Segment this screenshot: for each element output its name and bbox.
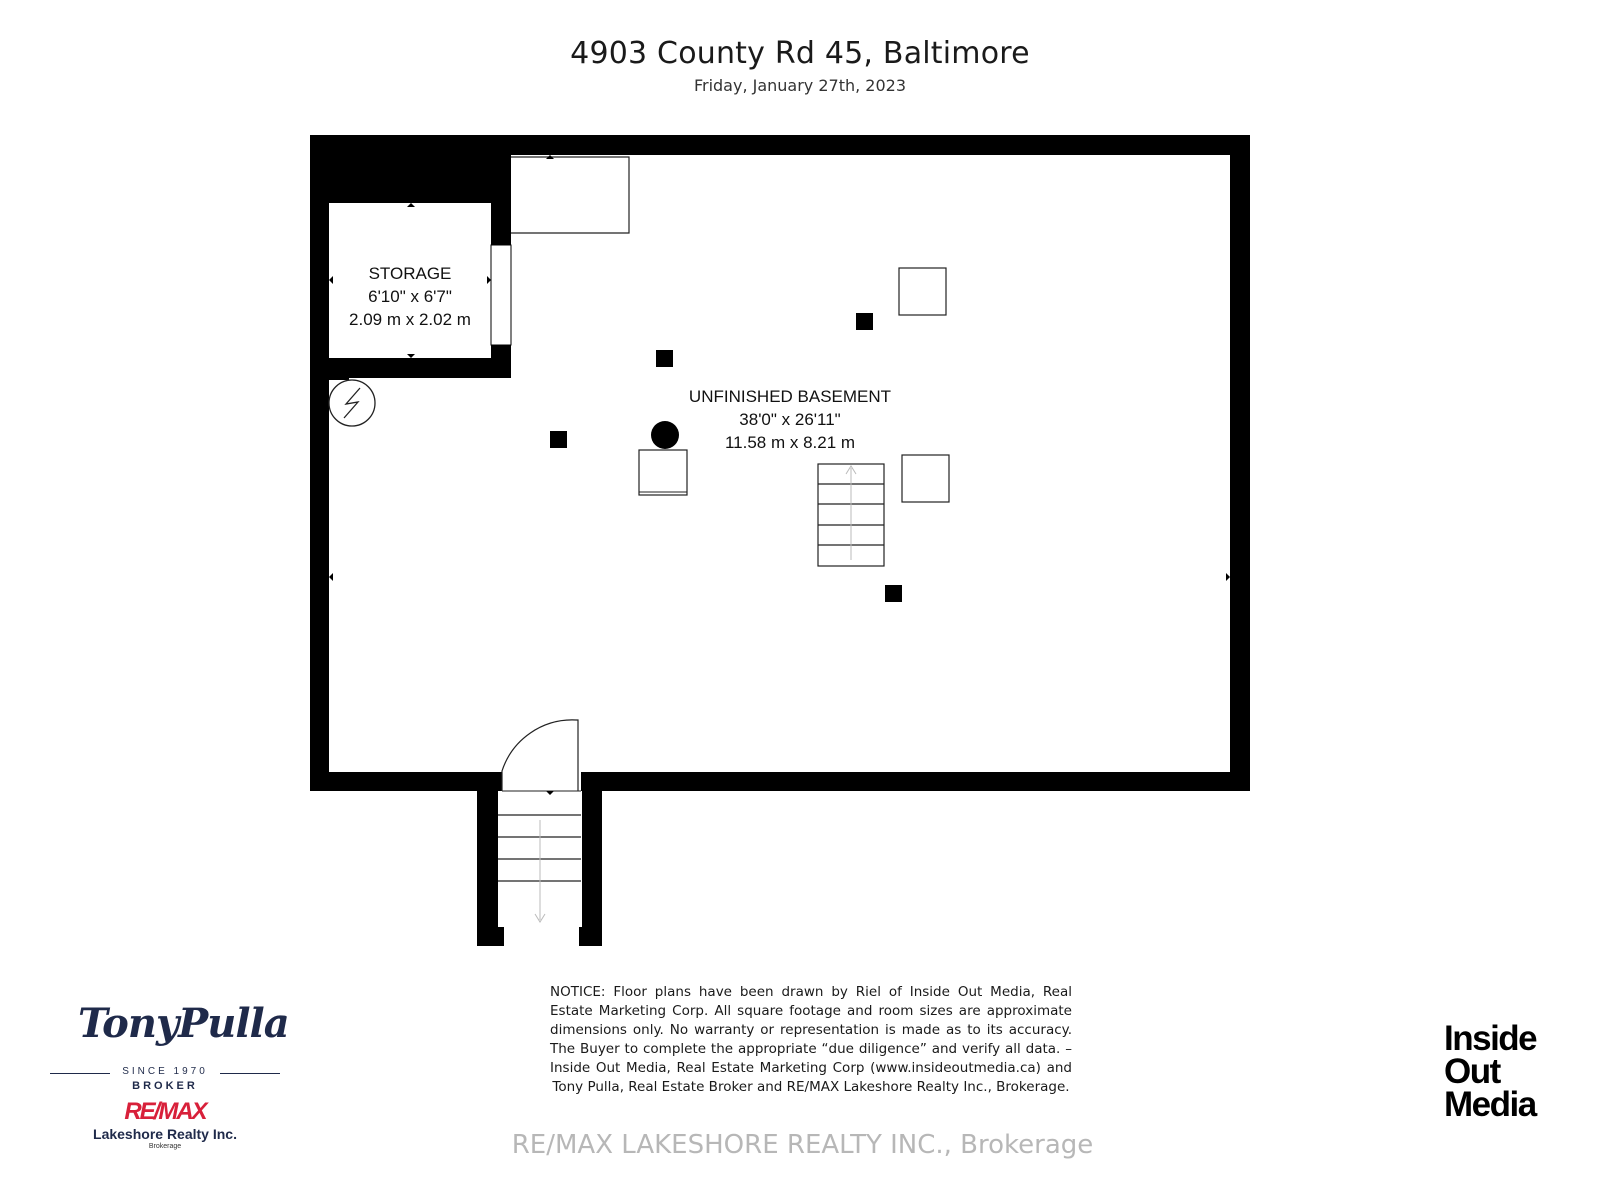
inside-out-media-logo: Inside Out Media: [1444, 1019, 1564, 1124]
basement-dim-imperial: 38'0" x 26'11": [739, 410, 841, 429]
electrical-panel-icon: [328, 379, 376, 427]
media-logo-line: Media: [1444, 1085, 1537, 1124]
basement-label: UNFINISHED BASEMENT 38'0" x 26'11" 11.58…: [640, 385, 940, 454]
interior-stairs: [817, 463, 885, 567]
appliance-box: [901, 454, 950, 503]
support-post: [550, 431, 567, 448]
media-logo-line: Out: [1444, 1052, 1501, 1091]
broker-logo-title: BROKER: [132, 1080, 198, 1092]
disclaimer-notice: NOTICE: Floor plans have been drawn by R…: [550, 984, 1072, 1095]
support-post: [656, 350, 673, 367]
storage-dim-imperial: 6'10" x 6'7": [368, 287, 452, 306]
broker-logo: TonyPulla SINCE 1970 BROKER RE/MAX Lakes…: [50, 1000, 290, 1160]
media-logo-line: Inside: [1444, 1019, 1538, 1058]
stairs-down-arrow-icon: [534, 913, 546, 923]
support-post: [885, 585, 902, 602]
basement-name: UNFINISHED BASEMENT: [688, 387, 892, 406]
storage-wall-right-upper: [491, 203, 511, 245]
storage-wall-right-lower: [491, 345, 511, 378]
round-column: [651, 421, 679, 449]
exit-stairs: [498, 814, 581, 920]
door-swing: [501, 719, 579, 791]
divider: [50, 1073, 110, 1074]
support-post: [856, 313, 873, 330]
basement-dim-metric: 11.58 m x 8.21 m: [724, 433, 856, 452]
storage-interior: [329, 203, 491, 358]
storage-dim-metric: 2.09 m x 2.02 m: [349, 310, 471, 329]
remax-office-sub: Brokerage: [148, 1143, 182, 1150]
storage-label: STORAGE 6'10" x 6'7" 2.09 m x 2.02 m: [329, 262, 491, 331]
exterior-wall: [310, 135, 1250, 946]
remax-logo: RE/MAX: [124, 1098, 207, 1125]
broker-logo-name: TonyPulla: [78, 1000, 290, 1047]
divider: [220, 1073, 280, 1074]
appliance-box: [898, 267, 947, 316]
page-title: 4903 County Rd 45, Baltimore: [570, 36, 1030, 71]
plan-date: Friday, January 27th, 2023: [693, 76, 907, 95]
dimension-ticks: [329, 155, 1230, 795]
storage-doorway: [490, 244, 512, 346]
remax-office: Lakeshore Realty Inc.: [93, 1126, 237, 1142]
closet-outline: [511, 156, 630, 234]
stairs-up-arrow-icon: [845, 465, 857, 475]
storage-wall: [329, 155, 511, 245]
storage-name: STORAGE: [368, 264, 452, 283]
watermark: RE/MAX LAKESHORE REALTY INC., Brokerage: [480, 1128, 1125, 1162]
storage-wall-bottom: [329, 358, 511, 378]
broker-logo-since: SINCE 1970: [122, 1066, 208, 1077]
appliance-box: [638, 449, 688, 496]
